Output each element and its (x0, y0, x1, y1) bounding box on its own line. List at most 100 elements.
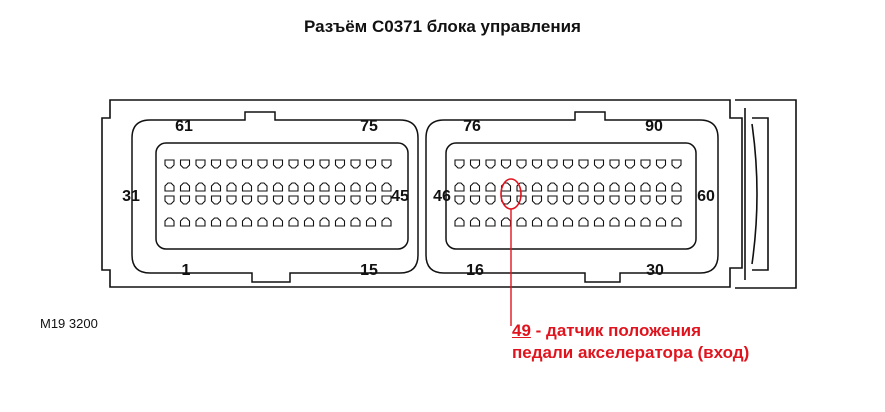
pin-49-highlight (500, 178, 522, 210)
right-pin-cavities (454, 159, 682, 227)
pin-label-75: 75 (360, 118, 378, 135)
pin-cavity (624, 217, 636, 227)
pin-cavity (288, 182, 299, 192)
pin-cavity (640, 182, 651, 192)
pin-cavity (562, 182, 574, 192)
pin-cavity (593, 195, 605, 205)
pin-cavity (578, 182, 589, 192)
pin-cavity (655, 217, 667, 227)
pin-cavity (516, 182, 527, 192)
pin-cavity (210, 195, 222, 205)
pin-cavity (640, 217, 651, 227)
pin-cavity (593, 182, 605, 192)
pin-cavity (257, 217, 268, 227)
pin-cavity (671, 217, 682, 227)
pin-label-60: 60 (697, 188, 715, 205)
pin-cavity (179, 195, 191, 205)
pin-cavity (547, 159, 558, 169)
pin-cavity (381, 217, 392, 227)
figure-code: M19 3200 (40, 316, 98, 331)
pin-cavity (334, 182, 346, 192)
pin-cavity (531, 159, 543, 169)
pin-cavity (469, 195, 481, 205)
pin-cavity (319, 182, 330, 192)
pin-cavity (303, 182, 315, 192)
pin-cavity (562, 217, 574, 227)
pin-cavity (210, 217, 222, 227)
pin-cavity (164, 182, 175, 192)
left-shroud (131, 111, 419, 283)
pin-cavity (257, 159, 268, 169)
pin-cavity (500, 159, 512, 169)
pin-label-90: 90 (645, 118, 663, 135)
pin-cavity (531, 217, 543, 227)
pin-cavity (469, 159, 481, 169)
pin-cavity (179, 159, 191, 169)
pin-cavity (593, 159, 605, 169)
pin-cavity (272, 182, 284, 192)
pin-cavity (319, 195, 330, 205)
pin-cavity (350, 182, 361, 192)
pin-cavity (547, 182, 558, 192)
pin-label-16: 16 (466, 262, 484, 279)
pin-label-15: 15 (360, 262, 378, 279)
pin-cavity (578, 159, 589, 169)
pin-cavity (381, 159, 392, 169)
pin-cavity (609, 195, 620, 205)
pin-cavity (578, 217, 589, 227)
pin-label-45: 45 (391, 188, 409, 205)
pin-cavity (485, 195, 496, 205)
pin-cavity (454, 217, 465, 227)
pin-cavity (547, 217, 558, 227)
connector-housing (101, 99, 797, 289)
pin-label-1: 1 (182, 262, 191, 279)
pin-cavity (257, 195, 268, 205)
pin-cavity (609, 182, 620, 192)
pin-cavity (179, 217, 191, 227)
pin-cavity (334, 217, 346, 227)
pin-cavity (671, 182, 682, 192)
pin-cavity (226, 217, 237, 227)
pin-cavity (334, 159, 346, 169)
pin-cavity (303, 195, 315, 205)
pin-cavity (241, 182, 253, 192)
pin-cavity (350, 217, 361, 227)
pin-cavity (272, 217, 284, 227)
pin-cavity (469, 217, 481, 227)
pin-cavity (365, 182, 377, 192)
pin-cavity (531, 182, 543, 192)
pin-cavity (485, 217, 496, 227)
pin-cavity (547, 195, 558, 205)
pin-cavity (381, 182, 392, 192)
pin-cavity (454, 195, 465, 205)
pin-cavity (350, 195, 361, 205)
pin-callout: 49 - датчик положения педали акселератор… (512, 320, 749, 364)
callout-pin-number: 49 (512, 321, 531, 340)
pin-cavity (454, 182, 465, 192)
pin-cavity (164, 159, 175, 169)
pin-cavity (516, 159, 527, 169)
pin-cavity (485, 159, 496, 169)
pin-cavity (195, 182, 206, 192)
diagram-title: Разъём C0371 блока управления (304, 17, 581, 36)
pin-cavity (365, 195, 377, 205)
pin-cavity (210, 182, 222, 192)
pin-cavity (624, 159, 636, 169)
pin-cavity (288, 159, 299, 169)
right-shroud (425, 111, 719, 283)
pin-cavity (671, 195, 682, 205)
pin-cavity (319, 217, 330, 227)
pin-label-46: 46 (433, 188, 451, 205)
pin-cavity (516, 217, 527, 227)
pin-cavity (655, 182, 667, 192)
pin-cavity (469, 182, 481, 192)
pin-cavity (272, 195, 284, 205)
pin-cavity (365, 217, 377, 227)
pin-cavity (164, 217, 175, 227)
pin-cavity (593, 217, 605, 227)
callout-line-1: - датчик положения (530, 321, 702, 340)
pin-cavity (640, 159, 651, 169)
pin-cavity (624, 182, 636, 192)
pin-label-30: 30 (646, 262, 664, 279)
